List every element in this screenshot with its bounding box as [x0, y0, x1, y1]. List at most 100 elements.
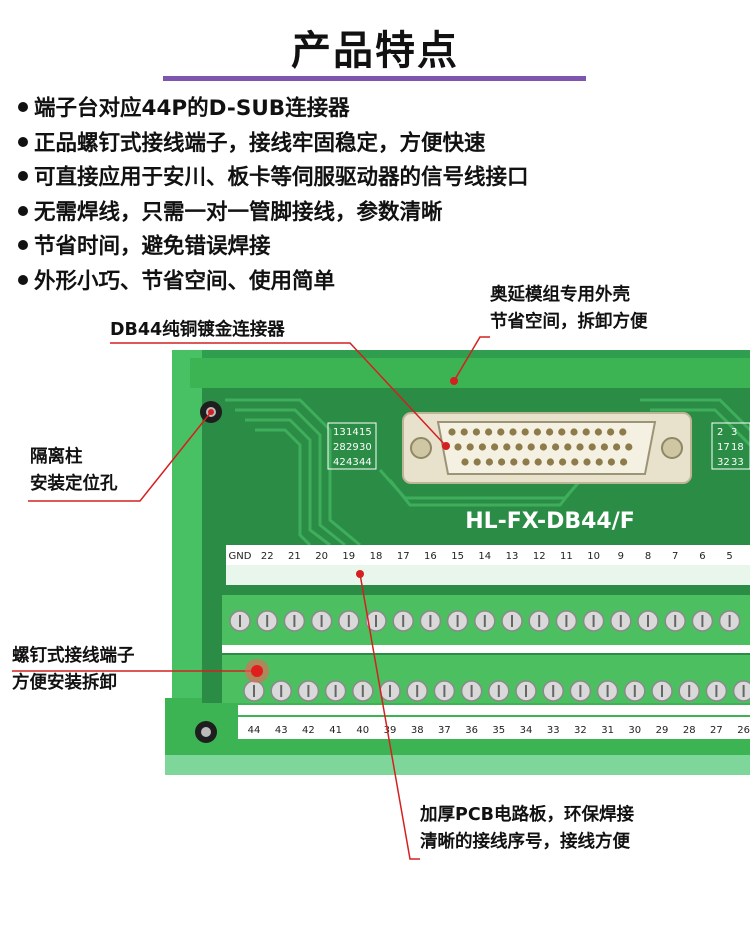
terminal-number-label: 10: [587, 551, 600, 562]
connector-pin: [613, 443, 621, 451]
terminal-number-label: 16: [424, 551, 437, 562]
terminal-number-label: 5: [726, 551, 732, 562]
pin-label: 32: [717, 457, 730, 468]
terminal-number-label: 17: [397, 551, 410, 562]
callout-housing: 奥延模组专用外壳 节省空间，拆卸方便: [490, 282, 648, 336]
feature-item: 端子台对应44P的D-SUB连接器: [18, 92, 529, 127]
terminal-number-label: 44: [248, 725, 261, 736]
pin-table-left-values: 13 14 15 28 29 30 42 43 44: [333, 427, 372, 468]
terminal-number-label: 6: [699, 551, 705, 562]
terminal-number-label: 19: [342, 551, 355, 562]
title-underline: [163, 76, 586, 81]
housing-top-rail: [190, 358, 750, 388]
callout-standoff: 隔离柱 安装定位孔: [30, 444, 118, 498]
connector-pin: [466, 443, 474, 451]
terminal-number-label: 20: [315, 551, 328, 562]
pin-label: 18: [731, 442, 744, 453]
terminal-number-label: 36: [465, 725, 478, 736]
callout-standoff-line2: 安装定位孔: [30, 474, 118, 494]
terminal-number-label: 31: [601, 725, 614, 736]
terminal-block-top-strip: [222, 645, 750, 653]
pin-label: 13: [333, 427, 346, 438]
callout-pcb-line1: 加厚PCB电路板，环保焊接: [420, 805, 635, 825]
feature-item: 正品螺钉式接线端子，接线牢固稳定，方便快速: [18, 127, 529, 162]
connector-pin: [600, 443, 609, 451]
connector-leader-line: [110, 342, 447, 447]
connector-pin: [552, 443, 560, 451]
feature-item: 节省时间，避免错误焊接: [18, 230, 529, 265]
callout-connector-text: DB44纯铜镀金连接器: [110, 320, 285, 340]
housing-leader-line: [453, 336, 490, 382]
terminal-number-label: 42: [302, 725, 315, 736]
connector-marker: [442, 442, 450, 450]
pin-label: 14: [346, 427, 359, 438]
connector-pin: [619, 428, 627, 436]
callout-terminal-line1: 螺钉式接线端子: [12, 646, 135, 666]
connector-pin: [576, 443, 584, 451]
terminal-number-label: 41: [329, 725, 342, 736]
terminal-number-label: 18: [370, 551, 383, 562]
connector-pin: [582, 428, 590, 436]
terminal-number-label: 27: [710, 725, 723, 736]
top-label-strip: [226, 545, 750, 565]
feature-item: 可直接应用于安川、板卡等伺服驱动器的信号线接口: [18, 161, 529, 196]
feature-text: 节省时间，避免错误焊接: [34, 234, 271, 259]
terminal-number-label: 12: [533, 551, 546, 562]
connector-pin: [473, 458, 481, 466]
callout-terminal-line2: 方便安装拆卸: [12, 673, 117, 693]
terminal-number-label: 33: [547, 725, 560, 736]
feature-text: 无需焊线，只需一对一管脚接线，参数清晰: [34, 199, 443, 225]
terminal-screws: [229, 610, 750, 702]
pin-label: 43: [346, 457, 359, 468]
connector-pin: [588, 443, 596, 451]
pin-table-left: [327, 422, 377, 470]
bullet-icon: [18, 102, 28, 112]
connector-pin: [509, 428, 517, 436]
connector-pin: [485, 428, 493, 436]
connector-screw-right: [661, 437, 683, 459]
feature-item: 外形小巧、节省空间、使用简单: [18, 265, 529, 300]
connector-pin: [558, 428, 566, 436]
pcb-leader-line: [359, 573, 420, 860]
bullet-icon: [18, 274, 28, 285]
terminal-number-label: 26: [737, 725, 750, 736]
bottom-mini-strip: [238, 705, 750, 715]
terminal-number-label: 11: [560, 551, 573, 562]
terminal-number-label: 35: [492, 725, 505, 736]
connector-pin: [539, 443, 548, 451]
terminal-number-label: 29: [656, 725, 669, 736]
connector-pin: [522, 458, 530, 466]
pin-label: 17: [717, 442, 730, 453]
terminal-number-label: 9: [618, 551, 624, 562]
connector-pin: [497, 428, 505, 436]
connector-pin: [478, 443, 486, 451]
callout-connector: DB44纯铜镀金连接器: [110, 317, 285, 344]
terminal-number-label: 43: [275, 725, 288, 736]
feature-item: 无需焊线，只需一对一管脚接线，参数清晰: [18, 196, 529, 231]
connector-pin: [594, 428, 603, 436]
connector-pin: [503, 443, 511, 451]
connector-pin: [472, 428, 480, 436]
terminal-number-label: 15: [451, 551, 464, 562]
callout-pcb-line2: 清晰的接线序号，接线方便: [420, 832, 630, 852]
connector-pin: [546, 428, 554, 436]
connector-pin: [448, 428, 456, 436]
pin-label: 28: [333, 442, 346, 453]
feature-text: 端子台对应44P的D-SUB连接器: [34, 96, 350, 121]
connector-pin: [533, 428, 542, 436]
terminal-marker: [251, 665, 263, 677]
terminal-number-label: 21: [288, 551, 301, 562]
terminal-number-label: 28: [683, 725, 696, 736]
housing-foot: [165, 755, 750, 775]
connector-pin: [546, 458, 555, 466]
pcb-marker: [356, 570, 364, 578]
connector-pin: [571, 458, 579, 466]
feature-list: 端子台对应44P的D-SUB连接器 正品螺钉式接线端子，接线牢固稳定，方便快速 …: [18, 92, 529, 299]
pin-label: 33: [731, 457, 744, 468]
pin-table-right: [711, 422, 750, 470]
feature-text: 外形小巧、节省空间、使用简单: [34, 268, 336, 294]
pin-label: 15: [359, 427, 372, 438]
pin-table-right-values: 2 3 17 18 32 33: [717, 427, 744, 468]
connector-pin: [583, 458, 591, 466]
